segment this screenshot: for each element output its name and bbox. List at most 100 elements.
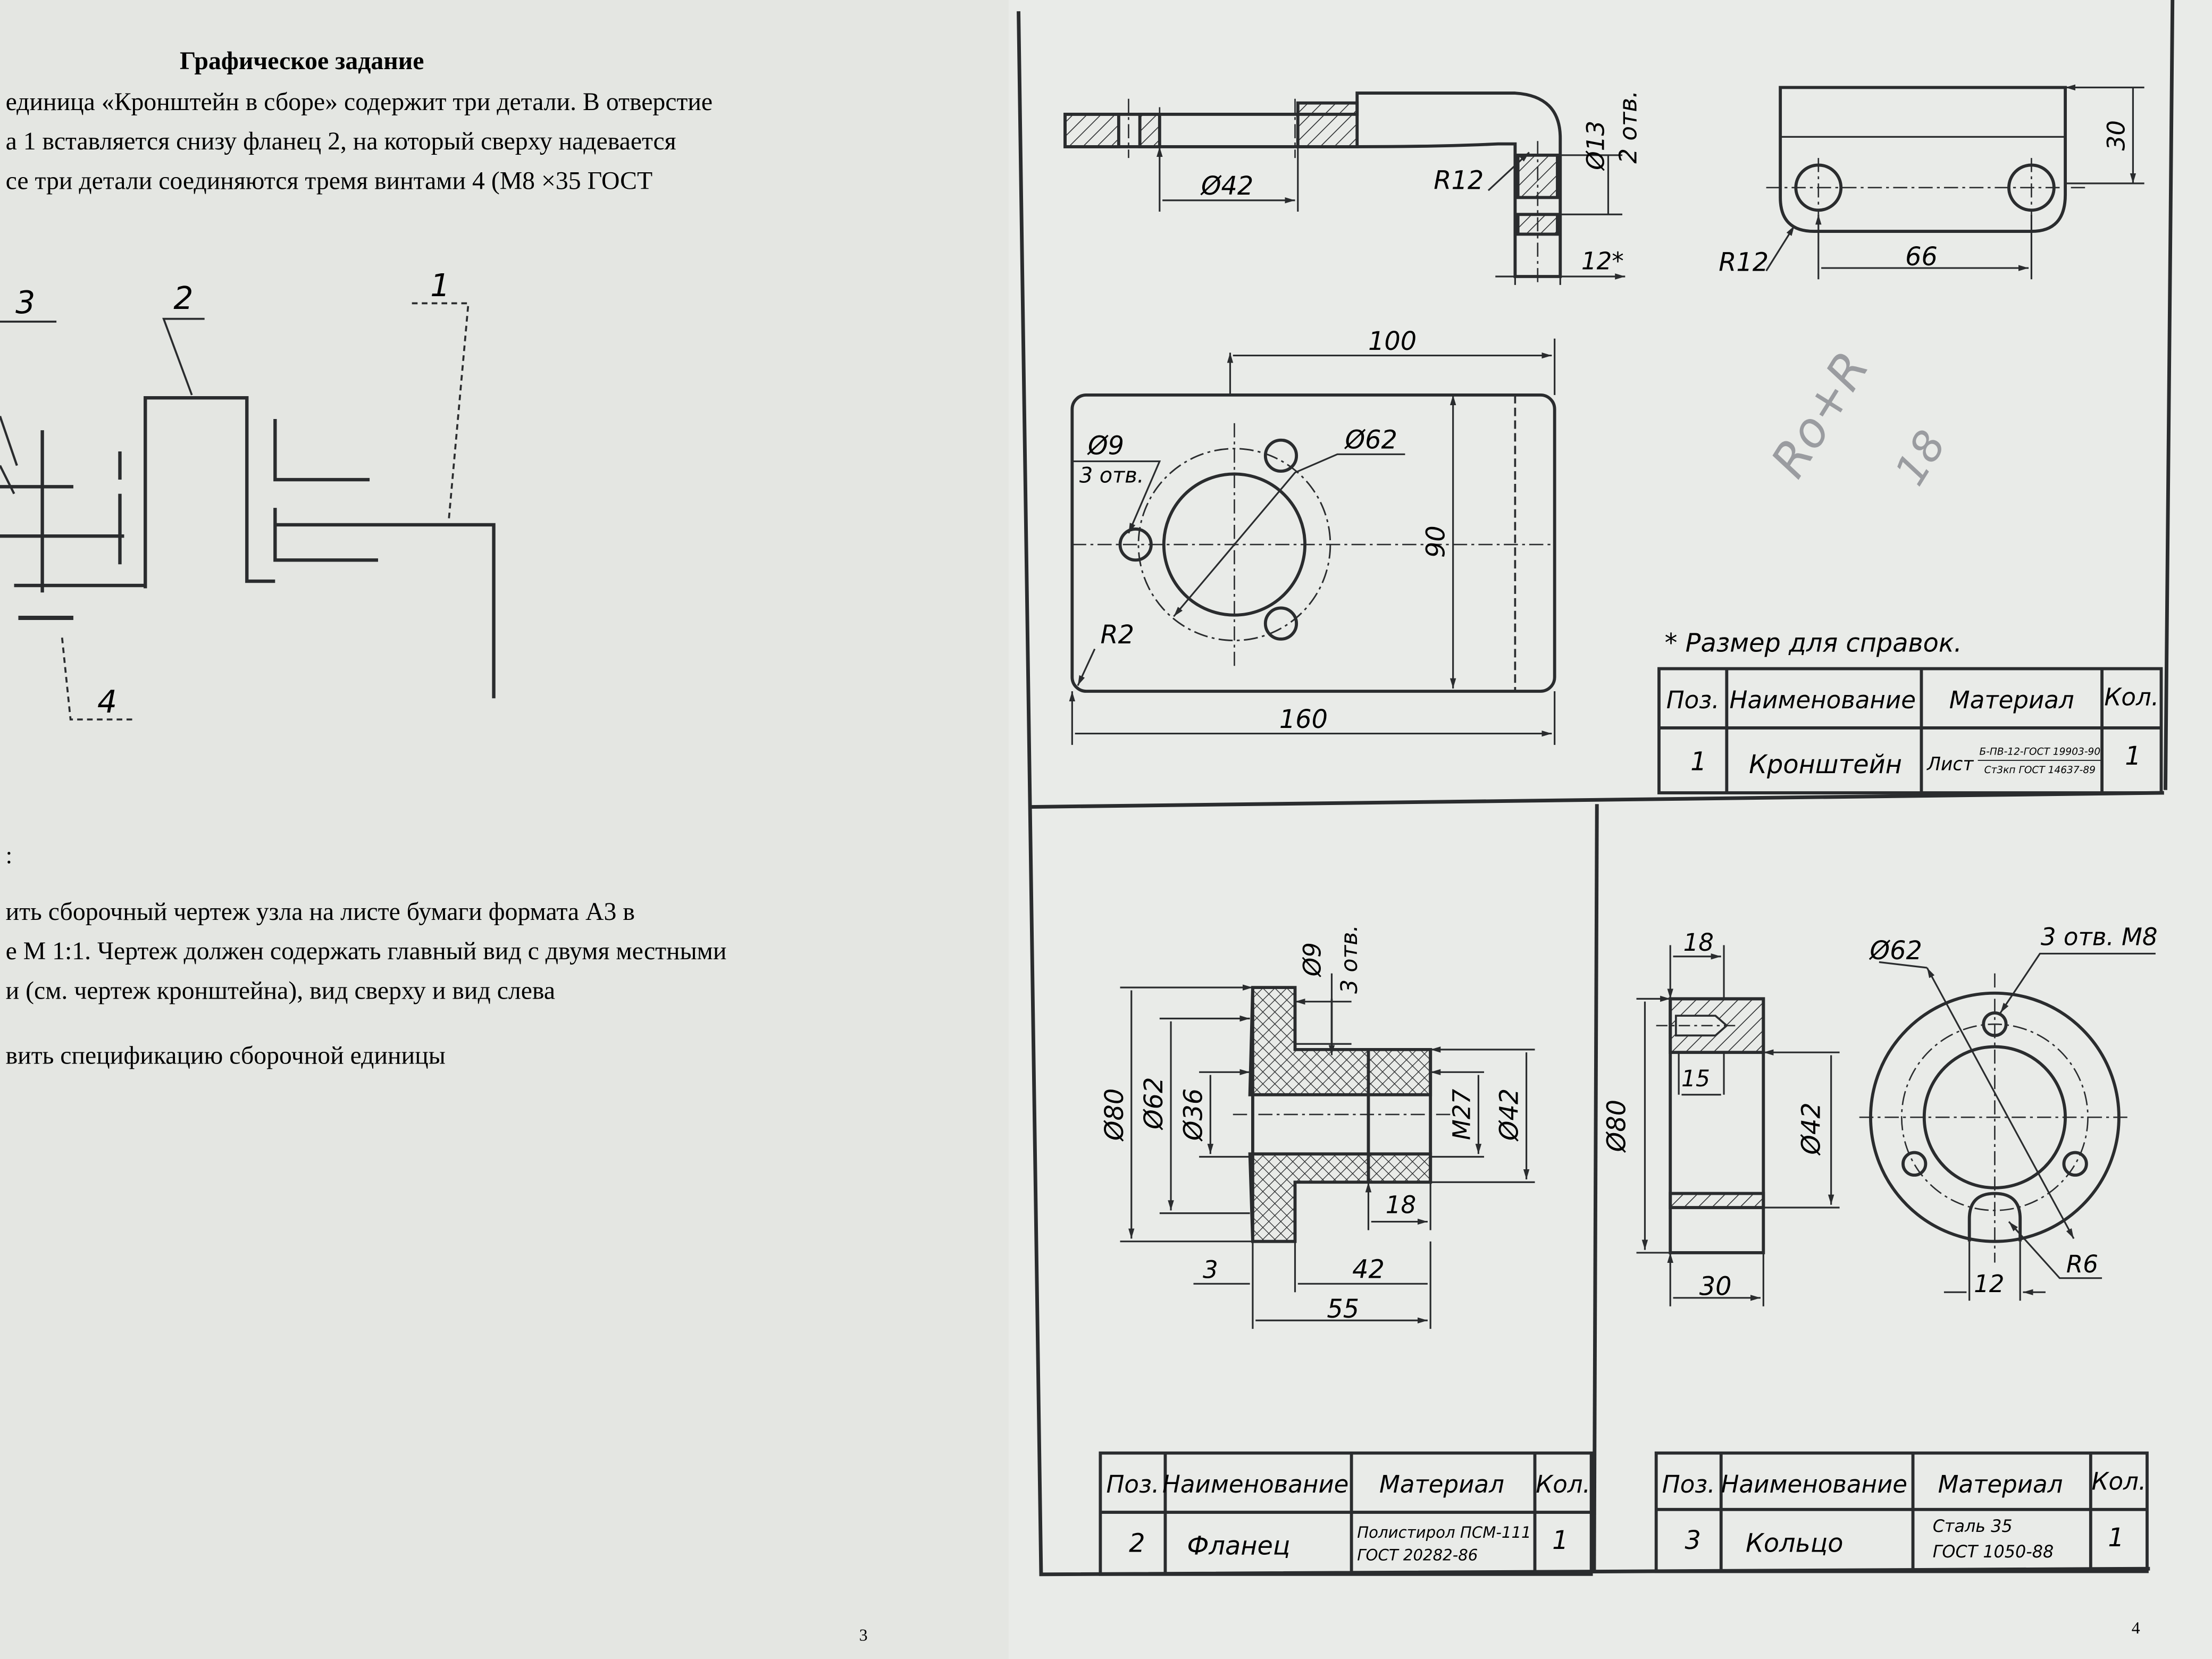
dim-100 — [1230, 338, 1554, 395]
dim-d62-line — [1926, 967, 2075, 1239]
spec-table-bracket: Поз. Наименование Материал Кол. 1 Кроншт… — [1657, 667, 2163, 794]
table-header: Материал — [1949, 686, 2074, 714]
table-cell-name: Кронштейн — [1749, 750, 1902, 780]
dim-d36 — [1199, 1072, 1250, 1157]
dim-18 — [1368, 1182, 1430, 1230]
leader-r12-side — [1765, 225, 1796, 272]
intro-line: а 1 вставляется снизу фланец 2, на котор… — [6, 127, 676, 155]
leader-d9 — [1072, 460, 1161, 534]
bracket-top-view — [1070, 393, 1556, 693]
part-label-1: 1 — [430, 267, 450, 304]
dim-m27-label: M27 — [1447, 1088, 1476, 1140]
task-line: вить спецификацию сборочной единицы — [6, 1041, 446, 1069]
table-grid — [1657, 667, 2163, 794]
table-grid — [1654, 1451, 2149, 1573]
bracket-top-outline — [273, 418, 370, 482]
table-header: Наименование — [1162, 1470, 1348, 1498]
centerline — [1766, 158, 2085, 215]
page-number: 4 — [2132, 1619, 2140, 1637]
ring-side-dims — [1637, 945, 1840, 1306]
part-label-3: 3 — [15, 284, 35, 321]
table-cell-pos: 2 — [1129, 1529, 1145, 1558]
table-cell-material: Полистирол ПСМ-111 — [1357, 1523, 1531, 1541]
dim-160-label: 160 — [1279, 705, 1328, 734]
table-cell-material: ГОСТ 1050-88 — [1933, 1541, 2054, 1562]
left-page-paper — [0, 0, 1009, 1659]
bracket-arm-outline — [275, 523, 496, 699]
dim-d9 — [1295, 973, 1352, 1055]
bracket-front-view — [1063, 91, 1562, 282]
dim-30 — [2065, 87, 2144, 183]
bracket-drawing: Ø42 R12 Ø13 2 отв. 12* 30 66 R12 — [1063, 87, 2163, 794]
dim-d36-label: Ø36 — [1179, 1088, 1208, 1142]
spec-table-ring: Поз. Наименование Материал Кол. 3 Кольцо… — [1654, 1451, 2149, 1573]
task-line: ить сборочный чертеж узла на листе бумаг… — [6, 898, 635, 926]
table-header: Наименование — [1730, 686, 1916, 714]
table-cell-material: Б-ПВ-12-ГОСТ 19903-90 — [1979, 746, 2100, 757]
table-cell-qty: 1 — [2108, 1523, 2124, 1553]
table-cell-material: ГОСТ 20282-86 — [1357, 1546, 1478, 1564]
task-lead: : — [6, 842, 13, 869]
dim-r2-label: R2 — [1100, 621, 1134, 650]
bore-edges — [1670, 1051, 1764, 1209]
part-label-2: 2 — [173, 280, 193, 316]
table-lines — [1100, 1453, 1591, 1574]
dim-15 — [1678, 1052, 1725, 1096]
table-header: Материал — [1938, 1470, 2063, 1498]
dim-holes-label: 3 отв. — [1079, 463, 1144, 488]
right-page: Ø42 R12 Ø13 2 отв. 12* 30 66 R12 — [1008, 0, 2212, 1659]
section-hatch — [1138, 112, 1161, 148]
dim-12 — [1495, 276, 1625, 285]
dim-holes-label: 3 отв. — [1337, 925, 1363, 994]
frame-divider-h — [1029, 791, 2164, 809]
sketch-edge — [0, 415, 18, 495]
table-grid — [1099, 1451, 1593, 1576]
task-title: Графическое задание — [180, 47, 424, 75]
dim-lengths — [1193, 1241, 1430, 1329]
centerline — [1072, 423, 1552, 671]
dim-d62-label: Ø62 — [1344, 426, 1397, 455]
leader-m8 — [1999, 952, 2156, 1013]
section-hatch — [1669, 1192, 1765, 1209]
bracket-top-dims — [1072, 338, 1554, 745]
table-border — [1654, 1451, 2149, 1573]
frame-divider-v — [1592, 804, 1599, 1572]
dim-d80 — [1120, 987, 1253, 1242]
dim-d62-label: Ø62 — [1869, 936, 1922, 966]
section-hatch — [1063, 112, 1120, 148]
dim-d62 — [1160, 1019, 1250, 1213]
part-label-4: 4 — [97, 684, 117, 720]
frame-right — [2164, 0, 2175, 790]
flange-outline — [144, 396, 275, 589]
dim-d80-label: Ø80 — [1602, 1100, 1631, 1153]
table-header: Поз. — [1666, 686, 1720, 714]
ring-outline — [0, 451, 146, 588]
assembly-sketch — [0, 396, 496, 699]
dim-15-label: 15 — [1681, 1066, 1710, 1092]
tapped-hole — [1901, 1151, 1928, 1177]
dim-d42 — [1430, 1050, 1535, 1182]
dim-d9-label: Ø9 — [1298, 942, 1326, 977]
centerline — [1128, 98, 1539, 282]
bolt-hole — [1263, 438, 1298, 473]
dim-100-label: 100 — [1368, 327, 1417, 356]
dim-d42 — [1763, 1052, 1839, 1208]
leader-d62 — [1173, 453, 1405, 617]
dim-30-label: 30 — [1699, 1272, 1732, 1302]
dim-m8-label: 3 отв. M8 — [2041, 923, 2158, 951]
dim-66 — [1819, 214, 2032, 279]
bracket-profile — [1063, 91, 1562, 278]
bracket-side-dims — [1765, 87, 2144, 279]
ring-front-dims — [1879, 952, 2156, 1301]
dim-18-label: 18 — [1386, 1191, 1416, 1219]
dim-12-label: 12 — [1974, 1270, 2004, 1298]
table-cell-pos: 1 — [1690, 748, 1706, 777]
table-lines — [1656, 1453, 2147, 1572]
table-cell-material: Сталь 35 — [1933, 1516, 2013, 1536]
bracket-front-dims — [1160, 147, 1626, 285]
task-line: и (см. чертеж кронштейна), вид сверху и … — [6, 976, 555, 1004]
task-line: е М 1:1. Чертеж должен содержать главный… — [6, 937, 727, 965]
dim-r12-label: R12 — [1434, 166, 1484, 196]
flange-dims — [1120, 973, 1535, 1329]
dim-12 — [1943, 1241, 2046, 1301]
